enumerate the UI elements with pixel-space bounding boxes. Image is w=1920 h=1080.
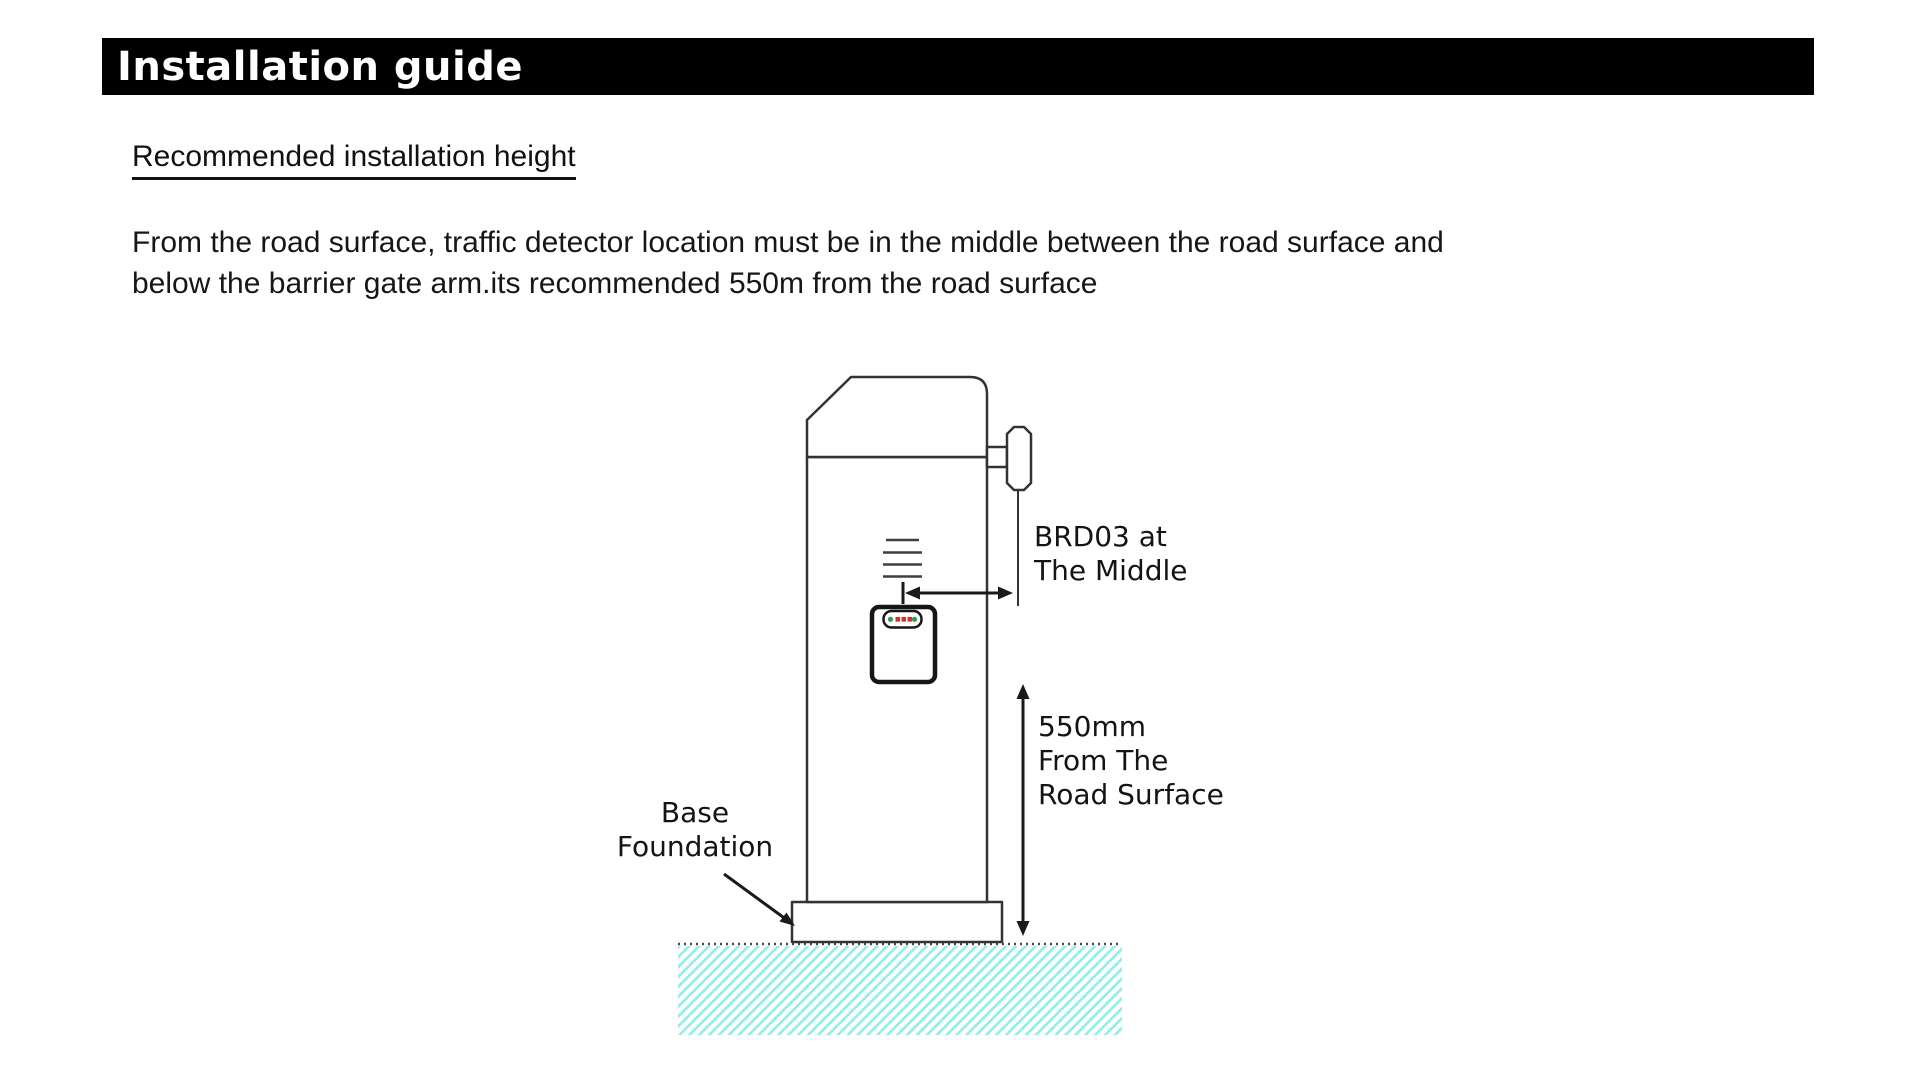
- base-foundation-label: Base Foundation: [616, 796, 774, 863]
- page-title: Installation guide: [117, 43, 523, 90]
- section-heading: Recommended installation height: [132, 140, 576, 180]
- base-foundation: [790, 900, 1004, 944]
- height-dimension-arrow: [1016, 684, 1030, 936]
- detector-position-arrow: [901, 582, 1013, 604]
- arm-connector: [985, 445, 1009, 469]
- traffic-detector: [869, 604, 938, 685]
- base-foundation-leader-arrow: [723, 872, 795, 926]
- post-cap: [805, 375, 989, 459]
- height-label: 550mm From The Road Surface: [1038, 710, 1224, 811]
- page-header: Installation guide: [102, 38, 1814, 95]
- ground-hatch: [678, 946, 1122, 1035]
- vent-grille: [883, 538, 922, 578]
- detector-label: BRD03 at The Middle: [1034, 520, 1188, 587]
- body-paragraph: From the road surface, traffic detector …: [132, 226, 1444, 300]
- arm-hinge: [1005, 425, 1033, 492]
